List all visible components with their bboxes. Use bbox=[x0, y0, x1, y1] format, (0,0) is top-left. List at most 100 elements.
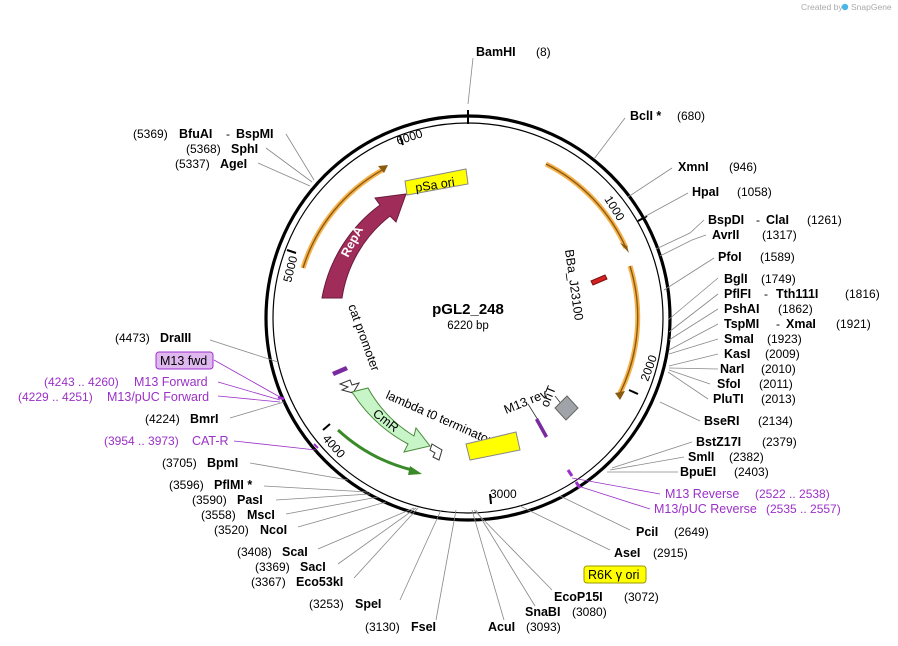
leader-pluti bbox=[667, 371, 709, 400]
site-name: AvrII bbox=[712, 228, 739, 242]
leader-xmni bbox=[627, 167, 673, 198]
leader-agei bbox=[257, 162, 311, 187]
site-name: AseI bbox=[614, 546, 640, 560]
primer-mark-m13-reverse bbox=[566, 469, 574, 477]
m13-fwd-box-label: M13 fwd bbox=[160, 354, 207, 368]
site-separator: - bbox=[756, 213, 760, 227]
site-xmni: XmnI (946) bbox=[678, 160, 757, 174]
leader-primer-m13-reverse bbox=[571, 477, 661, 495]
leader-primer-cat-r bbox=[233, 440, 317, 451]
site-hpai: HpaI (1058) bbox=[692, 185, 772, 199]
site-position: (3080) bbox=[572, 605, 607, 619]
site-name: DraIII bbox=[160, 331, 191, 345]
leader-scai bbox=[317, 507, 415, 550]
primer-name: CAT-R bbox=[192, 434, 229, 448]
psa-ori-box bbox=[404, 168, 469, 196]
site-position: (3520) bbox=[214, 523, 249, 537]
m13-rev-leader bbox=[527, 403, 539, 421]
site-separator: - bbox=[776, 317, 780, 331]
site-name: SfoI bbox=[717, 377, 741, 391]
site-name: PluTI bbox=[713, 392, 744, 406]
leader-spei bbox=[399, 509, 442, 601]
site-kasi: KasI (2009) bbox=[724, 347, 800, 361]
site-name: Eco53kI bbox=[296, 575, 343, 589]
tick-label-5000: 5000 bbox=[280, 254, 300, 284]
tick-4000 bbox=[322, 423, 331, 431]
site-snabi: SnaBI (3080) bbox=[525, 605, 607, 619]
site-name: AgeI bbox=[220, 157, 247, 171]
tick-3000 bbox=[489, 493, 492, 505]
site-name: PciI bbox=[636, 525, 658, 539]
site-bamhi: BamHI (8) bbox=[476, 45, 551, 59]
site-position: (3596) bbox=[169, 478, 204, 492]
site-name: PasI bbox=[237, 493, 263, 507]
leader-bspdi bbox=[655, 219, 705, 250]
tick-label-1000: 1000 bbox=[601, 193, 627, 223]
site-position: (2382) bbox=[729, 450, 764, 464]
site-acui: AcuI (3093) bbox=[488, 620, 561, 634]
site-name: SphI bbox=[231, 142, 258, 156]
feature-orit: oriT bbox=[538, 384, 579, 421]
repa-arrow bbox=[321, 193, 407, 299]
leader-nari bbox=[668, 367, 719, 370]
leader-lines bbox=[209, 57, 719, 621]
primer-labels: M13 Reverse (2522 .. 2538) M13/pUC Rever… bbox=[18, 375, 841, 516]
site-pcii: PciI (2649) bbox=[636, 525, 709, 539]
leader-pfoi bbox=[663, 257, 715, 291]
leader-pshai bbox=[668, 308, 719, 341]
site-name: PfoI bbox=[718, 250, 742, 264]
primer-mark-m13-forward bbox=[277, 395, 285, 401]
feature-cat-r-primer bbox=[332, 366, 348, 376]
credit-brand: SnapGene bbox=[851, 2, 892, 12]
site-msci: (3558) MscI bbox=[201, 508, 275, 522]
leader-bfuai bbox=[285, 133, 315, 181]
primer-position: (4229 .. 4251) bbox=[18, 390, 93, 404]
site-position: (1816) bbox=[845, 287, 880, 301]
site-sphi: (5368) SphI bbox=[186, 142, 258, 156]
plasmid-name: pGL2_248 bbox=[432, 301, 504, 318]
leader-asei bbox=[519, 505, 611, 551]
r6k-ori-box: R6K γ ori bbox=[583, 565, 647, 584]
leader-bamhi bbox=[467, 57, 474, 105]
leader-bcli bbox=[593, 117, 626, 160]
site-name: TspMI bbox=[724, 317, 759, 331]
site-bgli: BglI (1749) bbox=[724, 272, 796, 286]
site-name: HpaI bbox=[692, 185, 719, 199]
backbone-outer-circle bbox=[264, 114, 672, 522]
r6k-ori-box-label: R6K γ ori bbox=[588, 568, 639, 582]
site-smai: SmaI (1923) bbox=[724, 332, 802, 346]
lambda-terminator-symbol bbox=[429, 443, 443, 461]
leader-snabi bbox=[475, 509, 536, 607]
site-pluti: PluTI (2013) bbox=[713, 392, 796, 406]
site-name: BglI bbox=[724, 272, 748, 286]
site-position: (1589) bbox=[760, 250, 795, 264]
leader-pasi bbox=[275, 493, 371, 501]
site-position: (3367) bbox=[251, 575, 286, 589]
site-bstz17i: BstZ17I (2379) bbox=[696, 435, 797, 449]
primer-leader-lines bbox=[213, 359, 661, 510]
site-name: NarI bbox=[720, 362, 744, 376]
orange-arc-a-arrowhead bbox=[620, 243, 629, 253]
site-name: XmnI bbox=[678, 160, 709, 174]
site-position: (3408) bbox=[237, 545, 272, 559]
site-separator: - bbox=[226, 127, 230, 141]
site-position: (4224) bbox=[145, 412, 180, 426]
site-position: (1261) bbox=[807, 213, 842, 227]
site-bmri: (4224) BmrI bbox=[145, 412, 218, 426]
site-name: AcuI bbox=[488, 620, 515, 634]
leader-primer-m13-puc-reverse bbox=[577, 485, 651, 510]
site-eco53ki: (3367) Eco53kI bbox=[251, 575, 343, 589]
site-position: (2013) bbox=[761, 392, 796, 406]
bba-label: BBa_J23100 bbox=[562, 248, 586, 321]
site-position: (3590) bbox=[192, 493, 227, 507]
site-smli: SmlI (2382) bbox=[688, 450, 764, 464]
site-pflfi: PflFI - Tth111I (1816) bbox=[724, 287, 880, 301]
site-position: (3558) bbox=[201, 508, 236, 522]
orange-arc-a-edge bbox=[545, 163, 627, 249]
primer-name: M13 Reverse bbox=[665, 487, 739, 501]
plasmid-size: 6220 bp bbox=[447, 320, 489, 332]
feature-plasmid-name: pGL2_248 6220 bp bbox=[432, 301, 504, 332]
site-position: (8) bbox=[536, 45, 551, 59]
site-bpmi: (3705) BpmI bbox=[162, 456, 238, 470]
site-position: (5369) bbox=[133, 127, 168, 141]
